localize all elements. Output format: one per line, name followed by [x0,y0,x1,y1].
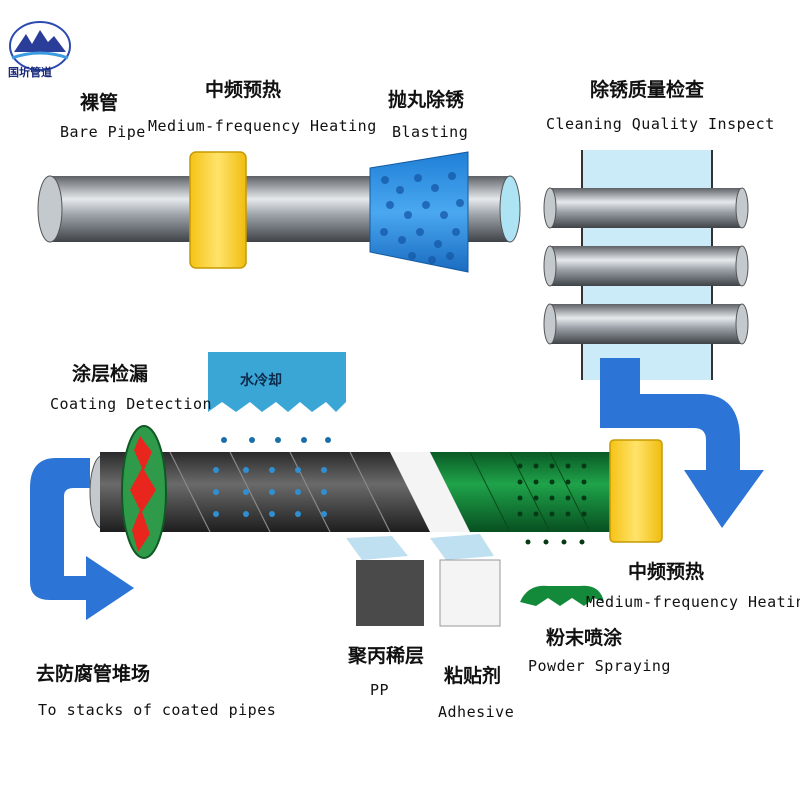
label-blasting-en: Blasting [392,123,469,141]
inspection-rack [543,150,749,380]
label-adhesive-en: Adhesive [438,703,515,721]
heater-coil-top [189,151,247,269]
company-logo [9,21,71,71]
label-mf-heating2-zh: 中频预热 [628,561,705,583]
flow-arrow-left [30,458,134,620]
powder-nozzle [520,585,604,606]
coated-pipe [89,452,610,545]
label-powder-zh: 粉末喷涂 [546,627,623,649]
water-cooling-box [208,352,346,443]
label-mf-heating2-en: Medium-frequency Heating [586,593,800,611]
label-coating-det-zh: 涂层检漏 [72,363,149,385]
label-mf-heating-en: Medium-frequency Heating [148,117,377,135]
label-mf-heating-zh: 中频预热 [205,79,282,101]
label-cleaning-zh: 除锈质量检查 [590,79,705,101]
label-blasting-zh: 抛丸除锈 [388,89,465,111]
label-cleaning-en: Cleaning Quality Inspect [546,115,775,133]
label-pp-zh: 聚丙稀层 [348,645,425,667]
coating-detector [121,425,167,559]
label-stacks-en: To stacks of coated pipes [38,701,277,719]
label-stacks-zh: 去防腐管堆场 [36,663,151,685]
label-pp-en: PP [370,681,390,699]
label-coating-det-en: Coating Detection [50,395,213,413]
label-powder-en: Powder Spraying [528,657,671,675]
heater-coil-bottom [609,439,663,543]
label-adhesive-zh: 粘贴剂 [444,665,502,687]
label-bare-pipe-en: Bare Pipe [60,123,146,141]
label-bare-pipe-zh: 裸管 [80,92,119,114]
pp-feed [346,536,424,626]
flow-arrow-right [600,358,764,528]
logo-text: 国圻管道 [8,66,52,79]
blasting-unit [369,151,469,273]
adhesive-feed [430,534,501,627]
label-water-cooling: 水冷却 [240,373,282,389]
